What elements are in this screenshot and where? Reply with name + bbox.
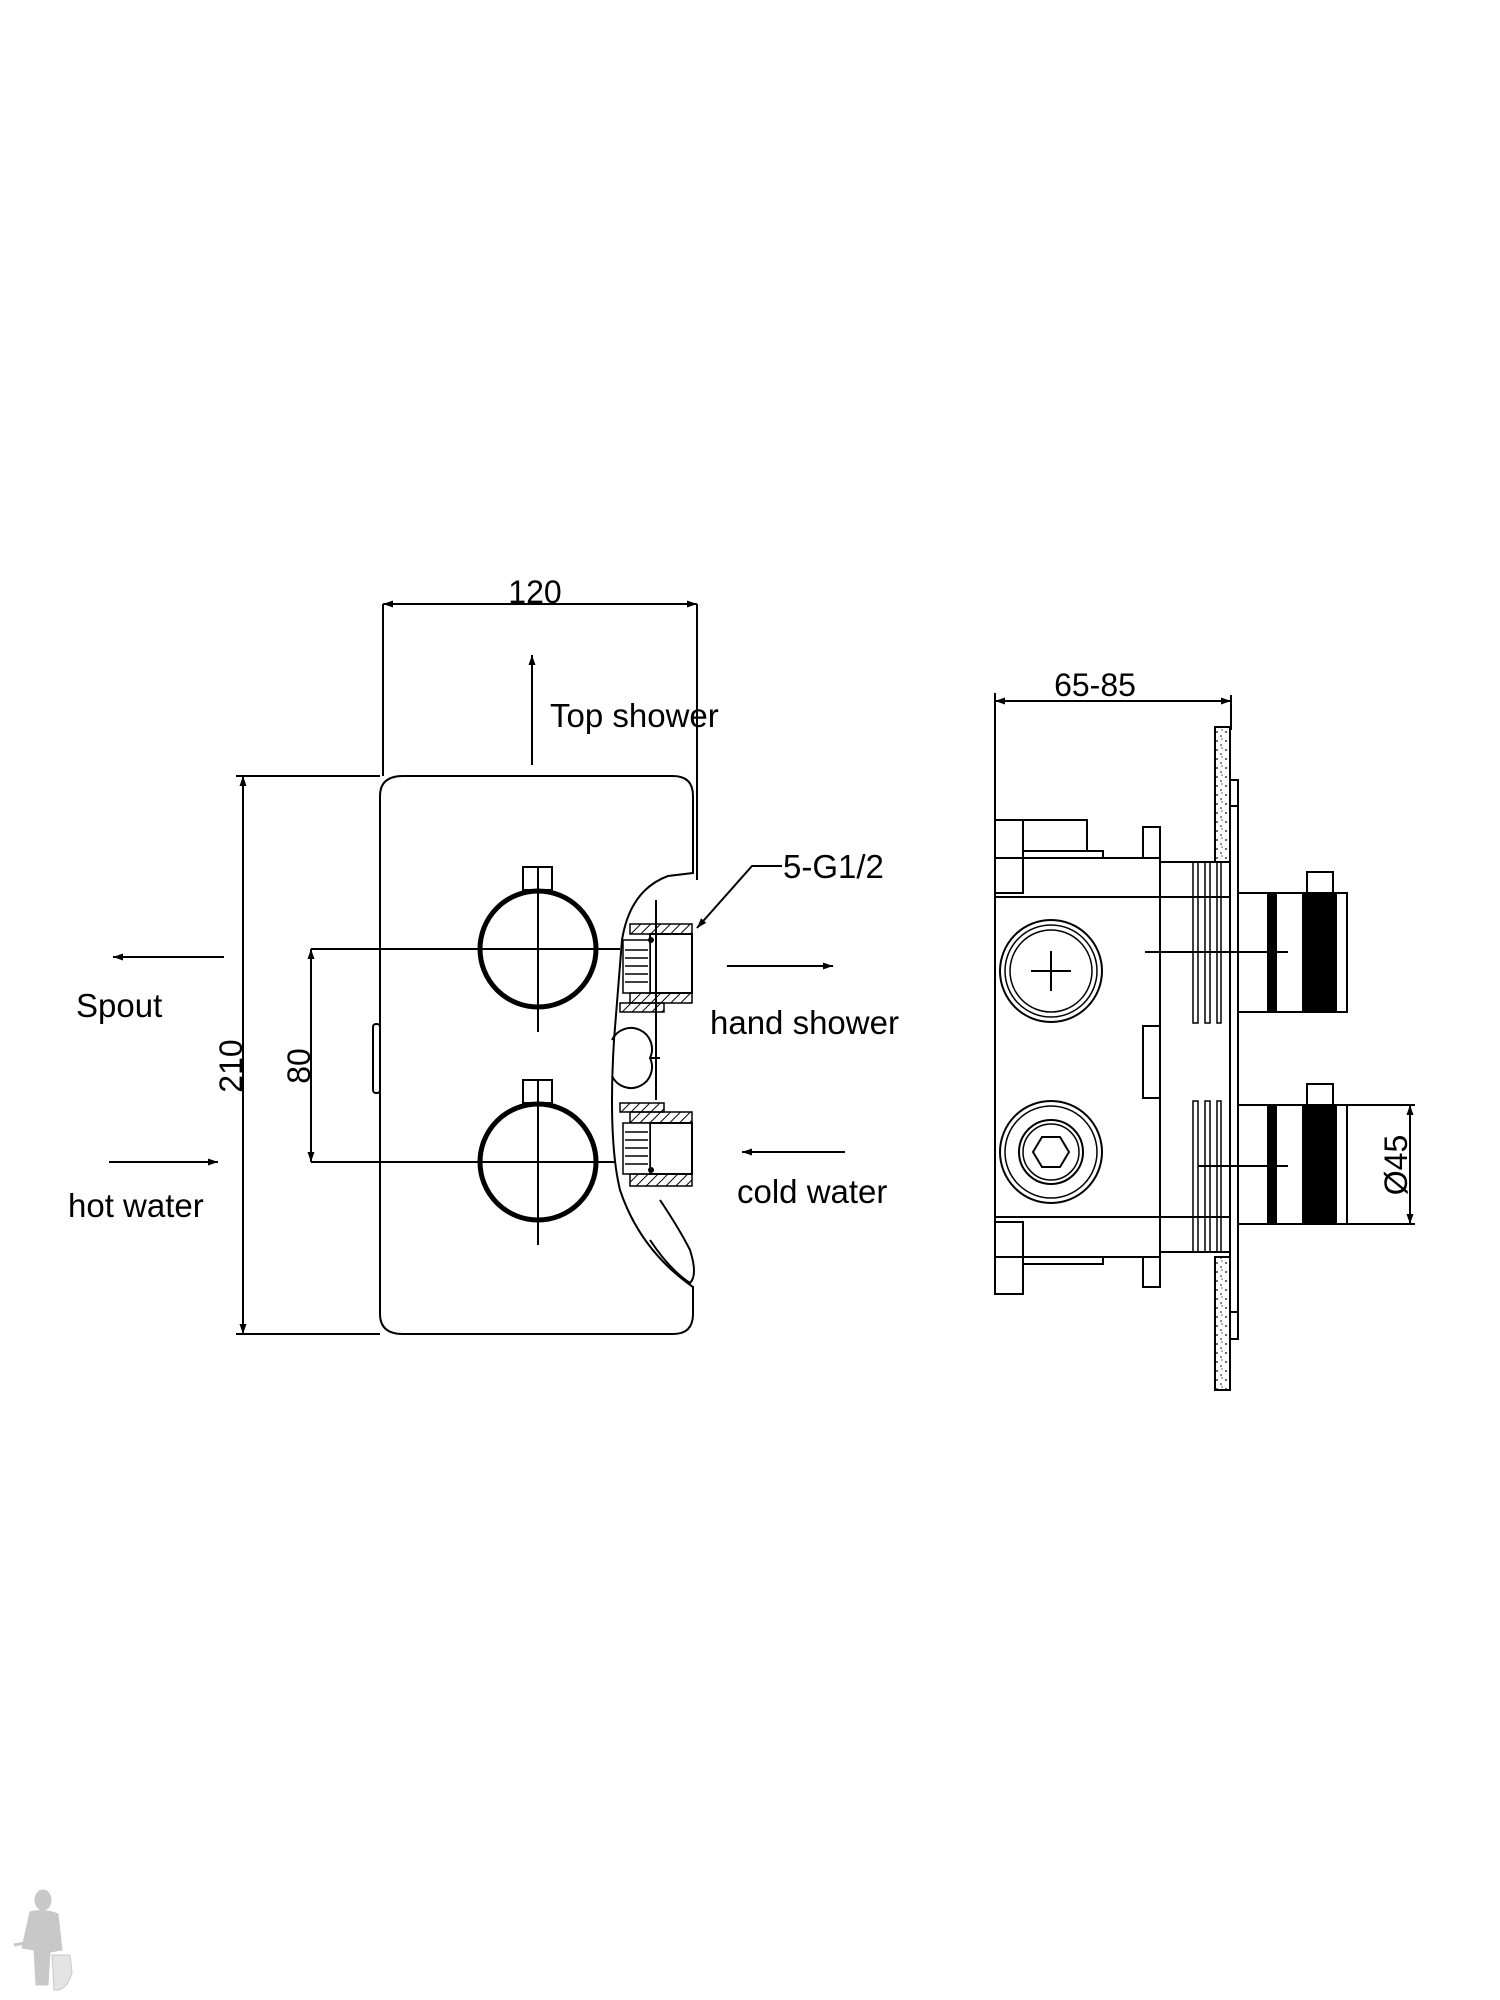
front-view: 120 210 80 Top shower Spout hot water ha…	[68, 574, 899, 1335]
connections-label: 5-G1/2	[783, 848, 884, 885]
cold-water-label: cold water	[737, 1173, 887, 1210]
plate-tab	[372, 1023, 381, 1094]
svg-text:120: 120	[508, 574, 561, 610]
width-dimension: 120	[382, 574, 698, 880]
outlet-port-cross	[999, 919, 1103, 1023]
wall-section	[1214, 726, 1231, 863]
svg-text:80: 80	[281, 1048, 317, 1084]
side-knob-upper	[1145, 871, 1348, 1013]
connections-leader	[696, 865, 782, 929]
knob-diameter-dimension: Ø45	[1347, 1104, 1415, 1225]
hand-shower-label: hand shower	[710, 1004, 899, 1041]
inlet-port-hex	[999, 1100, 1103, 1204]
svg-text:210: 210	[213, 1039, 249, 1092]
cover-plate	[379, 775, 694, 1335]
spout-label: Spout	[76, 987, 162, 1024]
body-grooves	[1192, 861, 1222, 1253]
valve-body	[994, 857, 1161, 1258]
side-view: 65-85	[994, 667, 1415, 1391]
side-knob-lower	[1198, 1083, 1348, 1225]
wall-section	[1214, 1256, 1231, 1391]
hot-water-label: hot water	[68, 1187, 204, 1224]
diverter-lever	[649, 1199, 695, 1285]
knob-spacing-dimension: 80	[281, 949, 317, 1162]
lower-fitting	[619, 1102, 693, 1187]
mounting-plate	[1229, 779, 1239, 1340]
plumber-logo	[13, 1889, 73, 1991]
svg-text:65-85: 65-85	[1054, 667, 1136, 703]
upper-fitting	[619, 923, 693, 1013]
height-dimension: 210	[213, 775, 380, 1335]
svg-text:Ø45: Ø45	[1378, 1135, 1414, 1195]
top-shower-label: Top shower	[550, 697, 719, 734]
depth-dimension: 65-85	[994, 667, 1232, 1294]
